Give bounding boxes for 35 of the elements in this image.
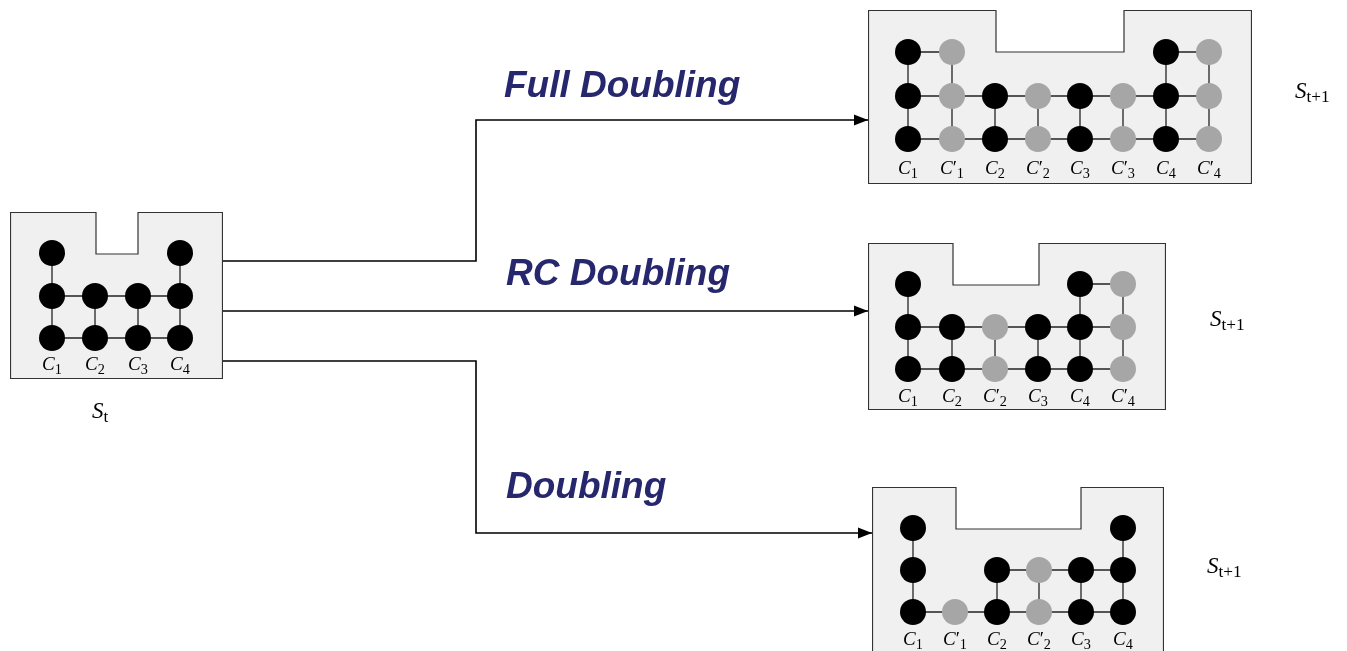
column-label: C′$_{1}$ [939,157,965,179]
column-label: C$_{3}$ [1069,157,1091,179]
column-label: C$_{2}$ [986,628,1008,650]
column-label: C$_{4}$ [169,353,191,375]
arrow [222,305,869,317]
state-label: S$_{t+1}$ [1207,552,1242,581]
column-label: C$_{4}$ [1112,628,1134,650]
column-label: C$_{4}$ [1155,157,1177,179]
column-label: C$_{1}$ [897,157,919,179]
state-panel [868,10,1252,184]
column-label: C′$_{2}$ [1026,628,1052,650]
column-label: C′$_{4}$ [1110,385,1136,407]
column-label: C′$_{1}$ [942,628,968,650]
state-panel [868,243,1166,410]
column-label: C$_{1}$ [897,385,919,407]
column-label: C$_{1}$ [41,353,63,375]
column-label: C$_{3}$ [1070,628,1092,650]
arrow [222,360,873,539]
column-label: C$_{3}$ [1027,385,1049,407]
column-label: C$_{2}$ [84,353,106,375]
column-label: C$_{4}$ [1069,385,1091,407]
column-label: C$_{2}$ [984,157,1006,179]
column-label: C′$_{2}$ [1025,157,1051,179]
arrow [222,114,869,262]
column-label: C$_{3}$ [127,353,149,375]
state-label: S$_{t+1}$ [1210,305,1245,334]
column-label: C$_{2}$ [941,385,963,407]
column-label: C′$_{2}$ [982,385,1008,407]
column-label: C′$_{3}$ [1110,157,1136,179]
state-label: S$_{t+1}$ [1295,77,1330,106]
state-panel [10,212,223,379]
state-label: S$_{t}$ [92,397,109,426]
column-label: C′$_{4}$ [1196,157,1222,179]
column-label: C$_{1}$ [902,628,924,650]
state-panel [872,487,1164,651]
